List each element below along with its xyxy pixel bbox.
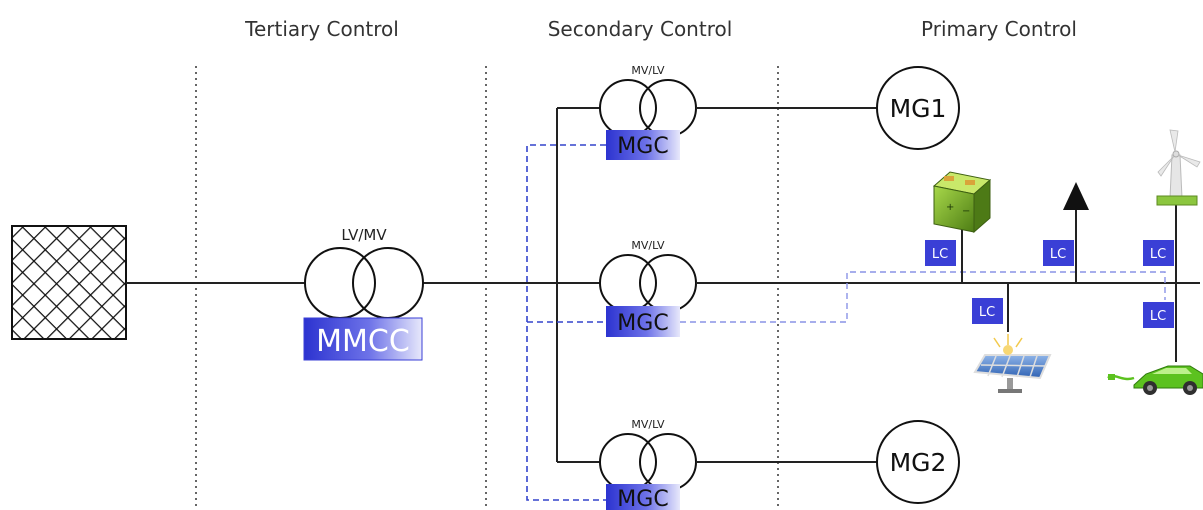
solar-panel-icon (973, 334, 1052, 393)
control-links (526, 144, 606, 501)
lc-load (1043, 240, 1074, 266)
lc-ev-label: LC (1150, 309, 1166, 324)
mgc-top-label: MGC (617, 134, 668, 159)
lc-pv-label: LC (979, 305, 995, 320)
lc-ev (1143, 302, 1174, 328)
secondary-control-header: Secondary Control (548, 17, 733, 41)
svg-text:−: − (962, 206, 970, 217)
lc-control-link (680, 271, 1166, 323)
mg2-label: MG2 (890, 448, 947, 477)
main-grid-icon (11, 225, 127, 340)
transformer-middle (599, 254, 697, 312)
battery-icon: + − (932, 171, 992, 234)
electric-vehicle-icon (1107, 365, 1203, 395)
lc-battery (925, 240, 956, 266)
svg-text:+: + (946, 202, 954, 213)
transformer-middle-ratio: MV/LV (631, 239, 665, 252)
transformer-bottom (599, 433, 697, 491)
mgc-controller-top (606, 130, 680, 160)
lc-wind-label: LC (1150, 247, 1166, 262)
mmcc-label: MMCC (316, 324, 410, 359)
tertiary-control-header: Tertiary Control (244, 17, 399, 41)
load-arrow-icon (1063, 182, 1089, 210)
transformer-top-ratio: MV/LV (631, 64, 665, 77)
transformer-bottom-ratio: MV/LV (631, 418, 665, 431)
transformer-top (599, 79, 697, 137)
wind-turbine-icon (1156, 129, 1201, 206)
main-transformer-ratio: LV/MV (341, 226, 387, 244)
mg2-node (876, 420, 960, 504)
primary-control-header: Primary Control (921, 17, 1077, 41)
mmcc-controller (303, 317, 423, 361)
lc-load-label: LC (1050, 247, 1066, 262)
lc-pv (972, 298, 1003, 324)
lc-wind (1143, 240, 1174, 266)
main-transformer (304, 247, 424, 319)
mgc-bottom-label: MGC (617, 487, 668, 510)
mgc-middle-label: MGC (617, 311, 668, 336)
mg1-node (876, 66, 960, 150)
mg1-label: MG1 (890, 94, 947, 123)
lc-battery-label: LC (932, 247, 948, 262)
mgc-controller-bottom (606, 484, 680, 510)
mgc-controller-middle (606, 306, 680, 337)
